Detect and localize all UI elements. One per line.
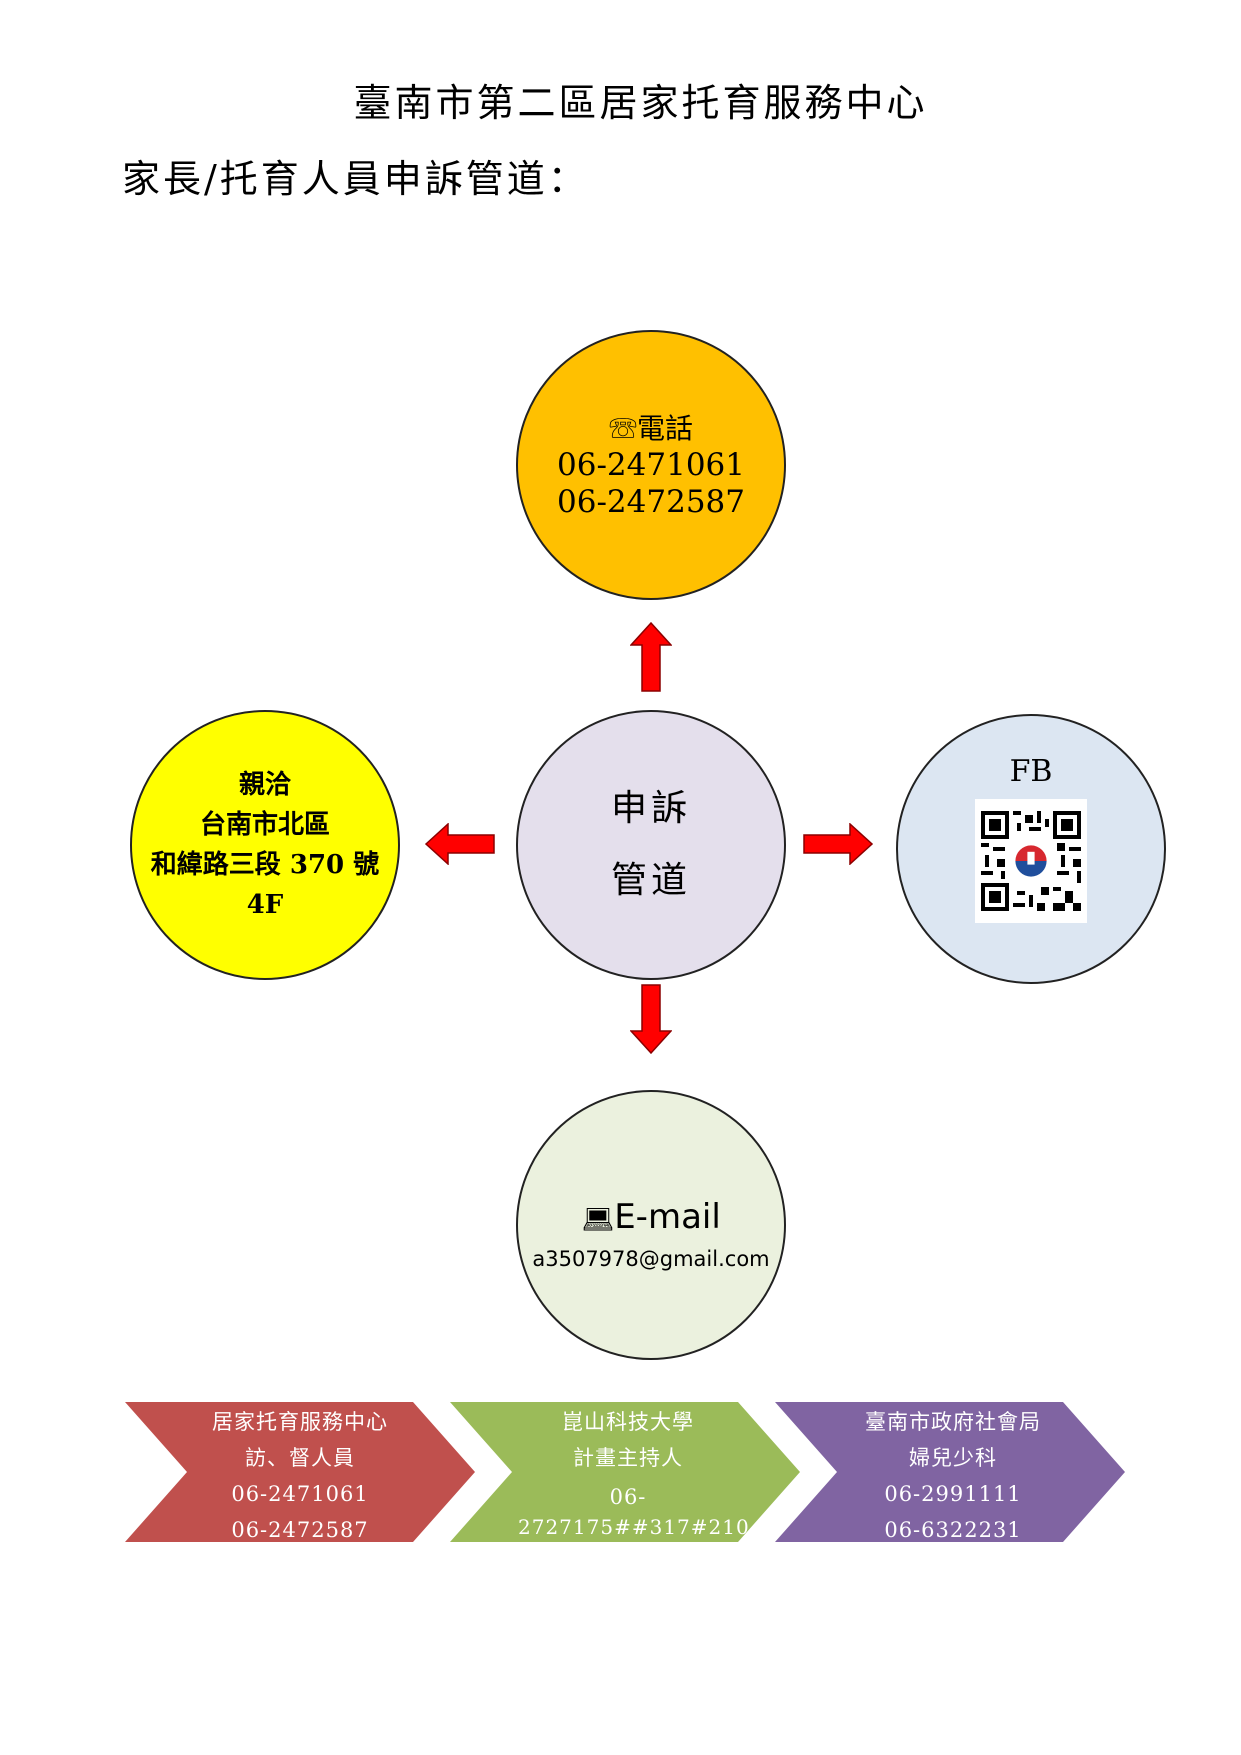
contact-chevrons <box>125 1402 1125 1542</box>
contact-block-university: 崑山科技大學 計畫主持人 06- 2727175##317#210 <box>518 1404 750 1542</box>
contact-line: 崑山科技大學 <box>562 1410 694 1434</box>
contact-chevron <box>125 1402 475 1542</box>
visit-line: 4F <box>246 890 284 920</box>
contact-block-bureau: 臺南市政府社會局 婦兒少科 06-2991111 06-6322231 <box>848 1404 1058 1548</box>
phone-number[interactable]: 06-2472587 <box>557 483 745 520</box>
contact-line: 居家托育服務中心 <box>212 1410 388 1434</box>
contact-line: 臺南市政府社會局 <box>865 1410 1041 1434</box>
contact-line: 婦兒少科 <box>909 1446 997 1470</box>
contact-line[interactable]: 06-2471061 <box>231 1482 369 1506</box>
email-circle: 💻︎E-mail a3507978@gmail.com <box>516 1090 786 1360</box>
center-line: 申訴 <box>610 788 691 829</box>
contact-line: 計畫主持人 <box>573 1446 683 1470</box>
fb-circle: FB <box>896 714 1166 984</box>
contact-line[interactable]: 06-2472587 <box>231 1518 369 1542</box>
arrow-down-icon <box>630 984 672 1054</box>
contact-chevron <box>775 1402 1125 1542</box>
center-circle: 申訴 管道 <box>516 710 786 980</box>
visit-circle: 親洽 台南市北區 和緯路三段 370 號 4F <box>130 710 400 980</box>
email-address[interactable]: a3507978@gmail.com <box>532 1247 770 1271</box>
phone-number[interactable]: 06-2471061 <box>557 446 745 483</box>
visit-line: 台南市北區 <box>199 810 330 840</box>
qr-code-graphic <box>981 811 1081 911</box>
contact-chevron <box>450 1402 800 1542</box>
email-label: E-mail <box>614 1197 721 1237</box>
phone-label: 電話 <box>637 411 694 445</box>
visit-line: 親洽 <box>238 770 291 800</box>
computer-icon: 💻︎ <box>581 1205 615 1235</box>
arrow-left-icon <box>425 823 495 865</box>
qr-code-icon[interactable] <box>975 799 1087 923</box>
contact-line[interactable]: 2727175##317#210 <box>518 1515 750 1539</box>
contact-block-center: 居家托育服務中心 訪、督人員 06-2471061 06-2472587 <box>200 1404 400 1548</box>
contact-line[interactable]: 06-2991111 <box>884 1482 1022 1506</box>
email-heading: 💻︎E-mail <box>581 1197 721 1237</box>
fb-label: FB <box>1009 754 1053 789</box>
arrow-right-icon <box>803 823 873 865</box>
arrow-up-icon <box>630 622 672 692</box>
page-title: 臺南市第二區居家托育服務中心 <box>353 81 928 125</box>
center-line: 管道 <box>610 860 691 901</box>
telephone-icon: ☏ <box>608 411 637 445</box>
phone-heading: ☏電話 <box>609 410 693 447</box>
page-subtitle: 家長/托育人員申訴管道： <box>122 157 589 201</box>
contact-line[interactable]: 06- <box>609 1485 647 1509</box>
contact-line[interactable]: 06-6322231 <box>884 1518 1022 1542</box>
phone-circle: ☏電話 06-2471061 06-2472587 <box>516 330 786 600</box>
visit-line: 和緯路三段 370 號 <box>150 850 380 880</box>
contact-line: 訪、督人員 <box>245 1446 355 1470</box>
